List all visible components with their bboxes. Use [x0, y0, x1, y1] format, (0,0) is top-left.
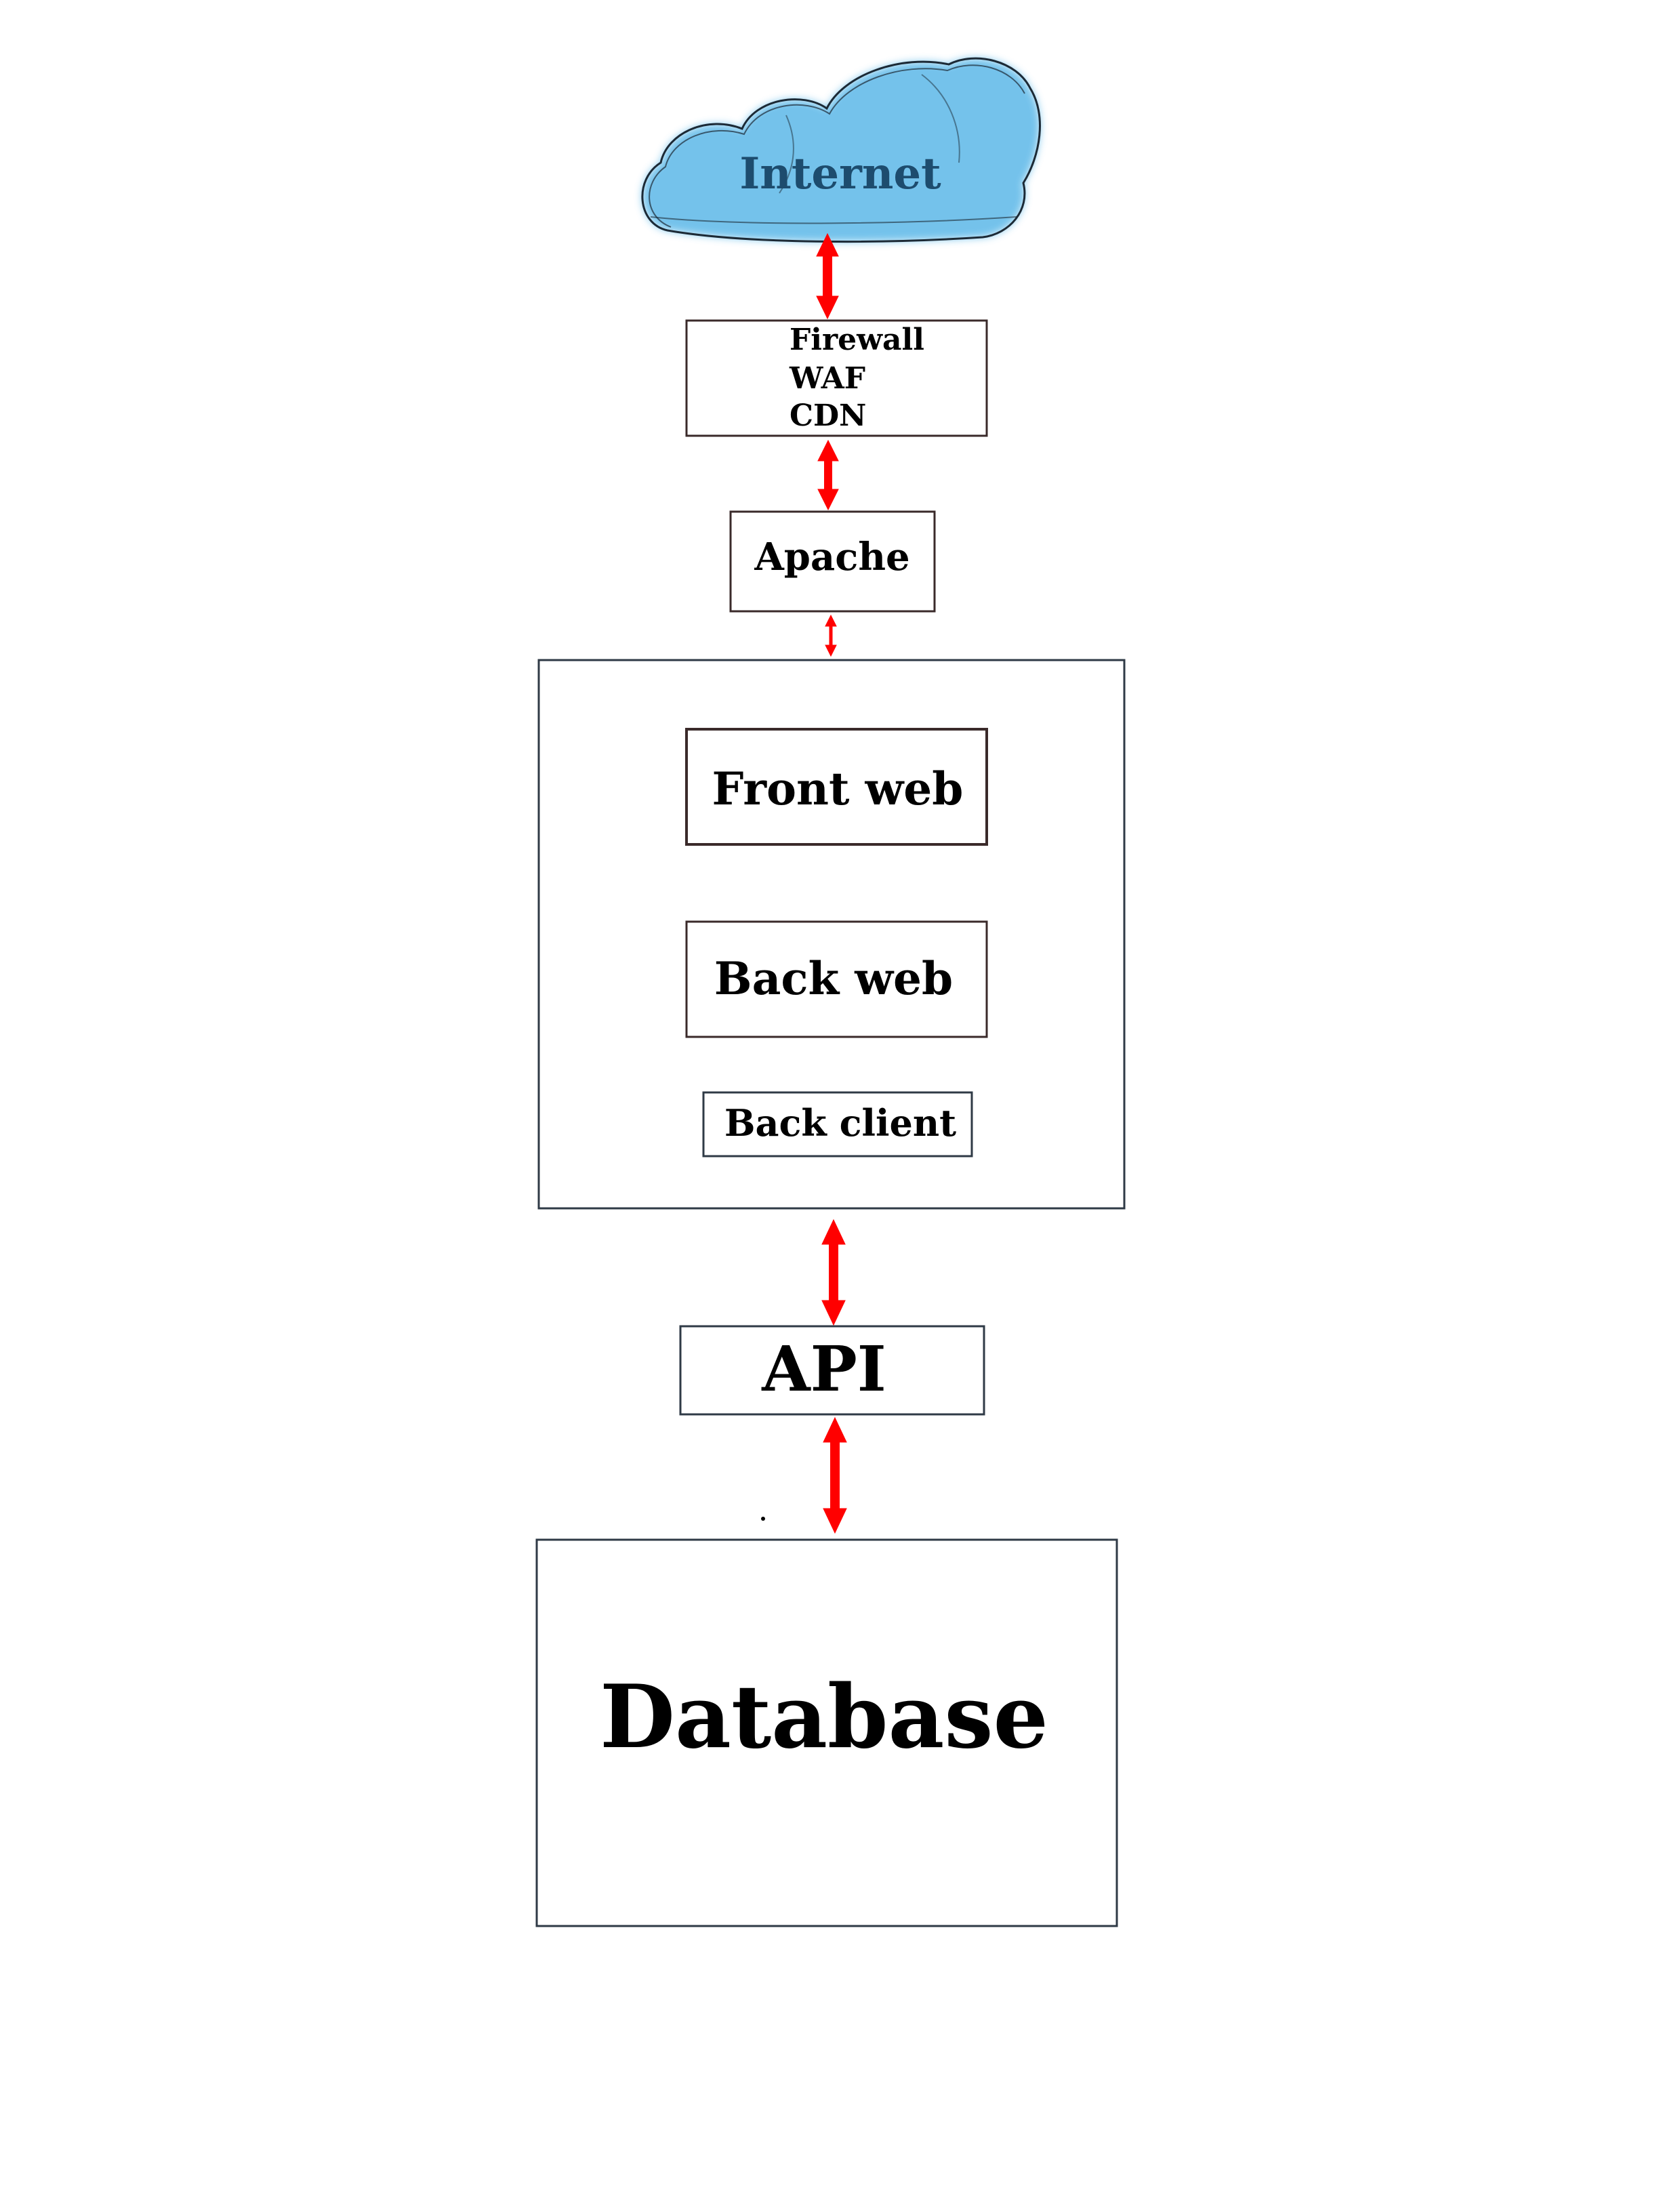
stray-dot	[761, 1517, 765, 1521]
cloud-icon	[641, 57, 1041, 243]
database-label: Database	[600, 1666, 1048, 1768]
apache-label: Apache	[754, 535, 909, 579]
security-line-cdn: CDN	[790, 398, 866, 433]
arrow-app-api	[821, 1218, 846, 1326]
internet-label: Internet	[739, 148, 941, 199]
database-box: Database	[535, 1538, 1118, 1927]
back-client-label: Back client	[724, 1101, 956, 1145]
front-web-box: Front web	[685, 728, 988, 846]
api-box: API	[679, 1325, 985, 1416]
security-line-firewall: Firewall	[790, 323, 924, 357]
front-web-label: Front web	[712, 762, 964, 815]
apache-box: Apache	[729, 510, 936, 613]
arrow-api-database	[823, 1416, 847, 1534]
back-web-label: Back web	[714, 952, 953, 1005]
security-box: Firewall WAF CDN	[685, 319, 988, 437]
arrow-internet-security	[816, 232, 839, 320]
api-label: API	[761, 1332, 886, 1406]
app-container: Front web Back web Back client	[537, 659, 1126, 1210]
internet-cloud: Internet	[641, 57, 1041, 243]
arrow-apache-app	[825, 614, 837, 657]
arrow-security-apache	[817, 439, 839, 511]
security-line-waf: WAF	[789, 361, 865, 396]
back-web-box: Back web	[685, 920, 988, 1038]
back-client-box: Back client	[702, 1091, 973, 1158]
